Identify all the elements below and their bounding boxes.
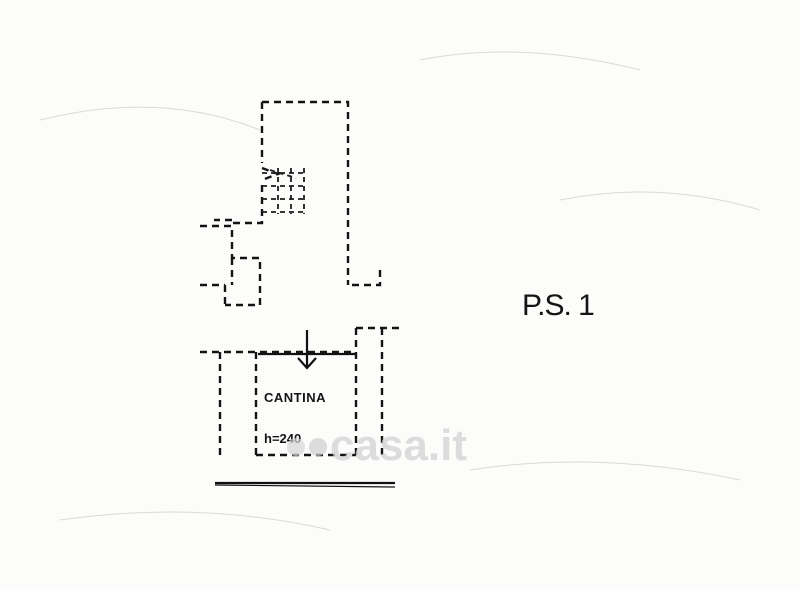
watermark-text: casa.it — [330, 421, 467, 470]
entry-arrow-icon — [297, 330, 317, 370]
casa-it-watermark-logo: casa.it — [287, 421, 467, 470]
upper-structure-outline — [200, 100, 382, 307]
scan-noise — [39, 51, 761, 531]
stair-detail — [262, 168, 305, 214]
room-name-cantina: CANTINA — [264, 390, 326, 405]
ground-line-shadow — [214, 484, 396, 488]
floor-level-label: P.S. 1 — [522, 289, 594, 322]
